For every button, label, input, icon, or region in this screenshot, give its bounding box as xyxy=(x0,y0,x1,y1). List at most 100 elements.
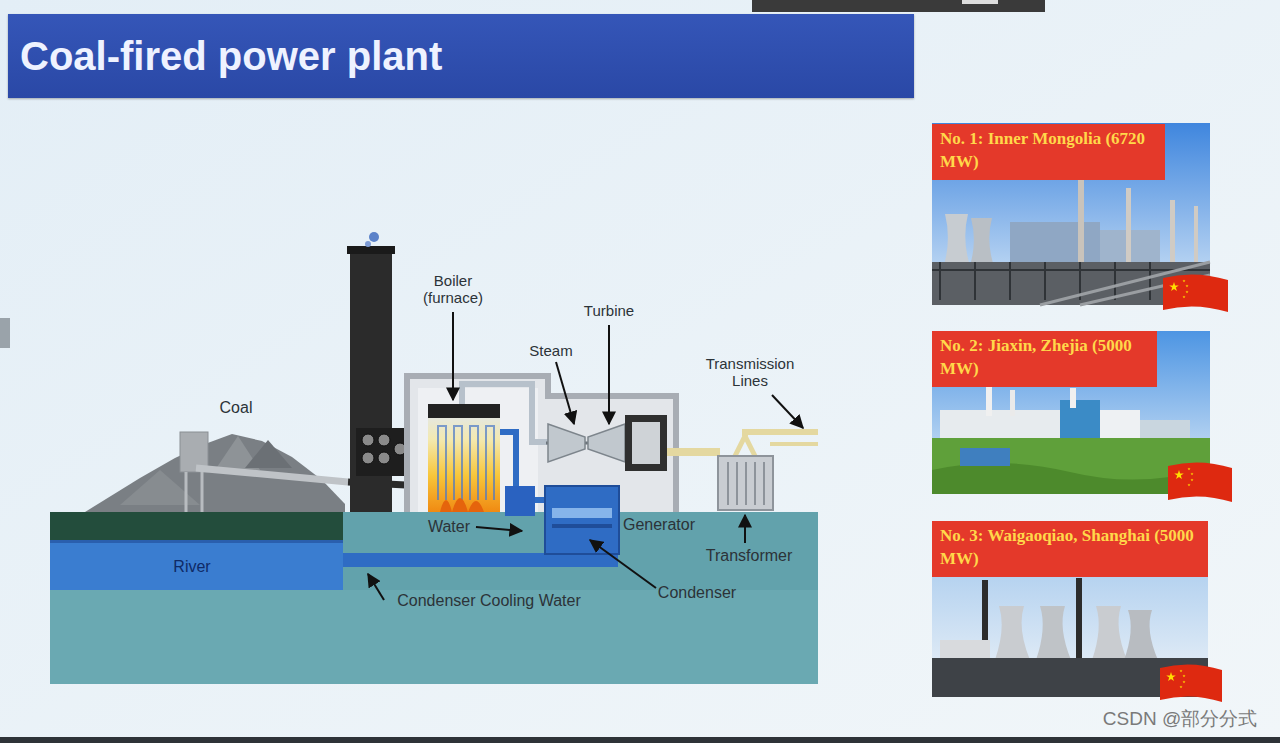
china-flag-part xyxy=(1160,664,1222,702)
slide-background-part xyxy=(0,737,1280,743)
leader-arrows xyxy=(368,312,803,600)
photo-waigaoqiao-part xyxy=(1036,606,1071,660)
leader-arrows-part xyxy=(556,362,574,424)
photo-jiaxing-part xyxy=(1070,388,1076,408)
chimney-part xyxy=(378,452,390,464)
china-flag-part xyxy=(1182,674,1185,677)
part-label: Coal xyxy=(220,399,253,417)
transmission-line-part xyxy=(770,442,818,446)
plant-rank-badge: No. 1: Inner Mongolia (6720 MW) xyxy=(932,124,1165,180)
leader-arrows-part xyxy=(608,325,610,424)
transformer-part xyxy=(718,456,773,510)
ground-part xyxy=(50,540,343,543)
leader-arrows-part xyxy=(476,527,522,531)
photo-waigaoqiao-part xyxy=(1124,610,1158,660)
photo-jiaxing-part xyxy=(986,386,992,416)
china-flag-part xyxy=(1166,672,1176,681)
ground xyxy=(50,512,818,684)
transformer-part xyxy=(728,462,764,505)
china-flag-part xyxy=(1185,290,1188,293)
feed-water-pipe-part xyxy=(505,486,535,516)
plant-rank-badge: No. 2: Jiaxin, Zhejia (5000 MW) xyxy=(932,331,1157,387)
ground-part xyxy=(50,540,343,590)
feed-water-pipe xyxy=(500,432,545,516)
part-label: Boiler (furnace) xyxy=(413,272,493,307)
slide-background-part xyxy=(962,0,998,4)
chimney-part xyxy=(378,434,390,446)
china-flag-part xyxy=(1168,462,1232,502)
condenser-part xyxy=(552,524,612,528)
transmission-line-part xyxy=(735,436,755,456)
chimney-part xyxy=(369,232,379,242)
part-label: Transmission Lines xyxy=(696,355,804,390)
badge-text: No. 1: Inner Mongolia (6720 MW) xyxy=(940,128,1157,174)
turbine-part xyxy=(548,424,585,462)
photo-jiaxing-part xyxy=(960,448,1010,466)
part-label: Turbine xyxy=(584,302,634,319)
badge-text: No. 3: Waigaoqiao, Shanghai (5000 MW) xyxy=(940,525,1200,571)
leader-arrows-part xyxy=(368,574,384,600)
chimney-part xyxy=(347,246,395,254)
photo-waigaoqiao-part xyxy=(995,606,1030,660)
china-flag-part xyxy=(1182,279,1185,282)
title-bar: Coal-fired power plant xyxy=(8,14,914,98)
coal-pile-part xyxy=(245,440,292,468)
boiler-part xyxy=(440,498,484,512)
part-label: Steam xyxy=(529,342,572,359)
slide-background-part xyxy=(752,0,1045,12)
transmission-line xyxy=(667,432,818,456)
china-flag-part xyxy=(1179,669,1182,672)
coal-pile-part xyxy=(185,472,188,512)
boiler-part xyxy=(428,408,500,512)
boiler-part xyxy=(438,426,494,500)
part-label: Transformer xyxy=(706,547,793,565)
chimney-part xyxy=(356,428,410,476)
part-label: Condenser Cooling Water xyxy=(397,592,581,610)
leader-arrows-part xyxy=(590,540,656,588)
part-label: Water xyxy=(428,518,470,536)
transmission-line-part xyxy=(745,432,818,436)
ground-part xyxy=(50,512,343,540)
generator-part xyxy=(625,415,667,471)
coal-pile-part xyxy=(120,470,200,505)
photo-inner-mongolia-part xyxy=(1078,178,1084,272)
coal-pile-part xyxy=(196,468,348,482)
badge-text: No. 2: Jiaxin, Zhejia (5000 MW) xyxy=(940,335,1149,381)
china-flag-part xyxy=(1163,274,1228,312)
china-flag-part xyxy=(1190,472,1193,475)
china-flag-part xyxy=(1190,478,1193,481)
photo-inner-mongolia-part xyxy=(1170,200,1175,272)
china-flag-part xyxy=(1182,295,1185,298)
photo-jiaxing-part xyxy=(1010,390,1015,416)
turbine xyxy=(546,424,630,462)
photo-inner-mongolia-part xyxy=(1010,222,1100,262)
transmission-line-part xyxy=(667,448,720,456)
china-flag-part xyxy=(1169,282,1179,291)
photo-jiaxing-part xyxy=(940,410,1060,440)
turbine-part xyxy=(588,424,625,462)
feed-water-pipe-part xyxy=(500,432,516,488)
china-flag-part xyxy=(1185,284,1188,287)
china-flag-part xyxy=(1174,470,1184,479)
photo-waigaoqiao-part xyxy=(940,640,990,660)
china-flag-part xyxy=(1179,685,1182,688)
plant-building xyxy=(407,376,676,512)
cooling-water-pipe-part xyxy=(343,553,618,567)
slide-background-part xyxy=(0,318,10,348)
condenser xyxy=(545,486,619,554)
part-label: Condenser xyxy=(658,584,736,602)
china-flag-part xyxy=(1187,467,1190,470)
watermark: CSDN @部分分式 xyxy=(1103,708,1257,730)
condenser-part xyxy=(552,508,612,518)
part-label: Generator xyxy=(623,516,695,534)
plant-building-part xyxy=(407,376,676,512)
photo-jiaxing-part xyxy=(1140,420,1190,440)
photo-waigaoqiao-part xyxy=(1092,606,1127,660)
photo-jiaxing-part xyxy=(1100,410,1140,440)
coal-pile-part xyxy=(201,472,204,512)
chimney-part xyxy=(362,434,374,446)
chimney-part xyxy=(362,452,374,464)
